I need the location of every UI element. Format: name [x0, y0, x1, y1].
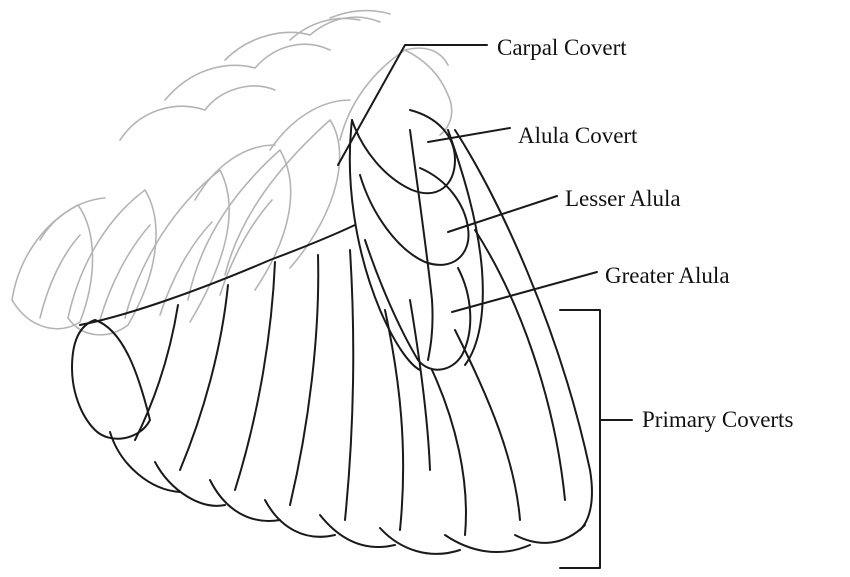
lesser-alula-feather — [360, 168, 469, 265]
lesser-alula-label: Lesser Alula — [565, 187, 681, 210]
covert-edge-4 — [432, 370, 466, 535]
carpal-covert-label: Carpal Covert — [497, 36, 627, 59]
covert-feather-4 — [188, 150, 291, 300]
upper-covert-7 — [195, 145, 275, 200]
primary-coverts-label: Primary Coverts — [642, 408, 793, 431]
greater-alula-label: Greater Alula — [605, 264, 730, 287]
primary-covert-3 — [155, 462, 225, 506]
covert-shaft-2 — [100, 225, 150, 320]
primary-covert-8 — [445, 535, 530, 552]
covert-feather-5 — [225, 120, 340, 275]
covert-feather-2 — [68, 190, 156, 335]
upper-covert-8 — [40, 198, 105, 240]
primary-coverts — [72, 130, 592, 554]
covert-edge-2 — [475, 230, 565, 500]
covert-top-band — [80, 225, 355, 325]
upper-covert-2 — [165, 44, 330, 100]
primary-covert-9 — [515, 525, 585, 543]
covert-edge-6 — [345, 250, 353, 520]
greater-alula-leader — [452, 272, 597, 312]
covert-edge-10 — [135, 305, 178, 440]
covert-edge-7 — [290, 255, 318, 505]
alula-feathers — [350, 110, 483, 470]
carpal-region — [340, 48, 448, 140]
covert-shaft-1 — [40, 235, 80, 318]
carpal-tip — [405, 50, 452, 135]
upper-covert-3 — [225, 17, 380, 60]
upper-covert-4 — [290, 18, 360, 40]
covert-edge-9 — [180, 285, 228, 470]
primary-covert-5 — [265, 500, 335, 537]
primary-shaft — [410, 300, 430, 470]
primary-covert-7 — [380, 528, 460, 554]
primary-covert-1 — [72, 320, 150, 439]
covert-shaft-4 — [220, 200, 272, 295]
covert-edge-5 — [385, 310, 403, 530]
alula-covert-label: Alula Covert — [518, 124, 637, 147]
primary-covert-4 — [210, 480, 280, 521]
covert-edge-8 — [235, 262, 275, 490]
upper-covert-1 — [120, 86, 275, 140]
alula-outline-left — [350, 120, 420, 370]
